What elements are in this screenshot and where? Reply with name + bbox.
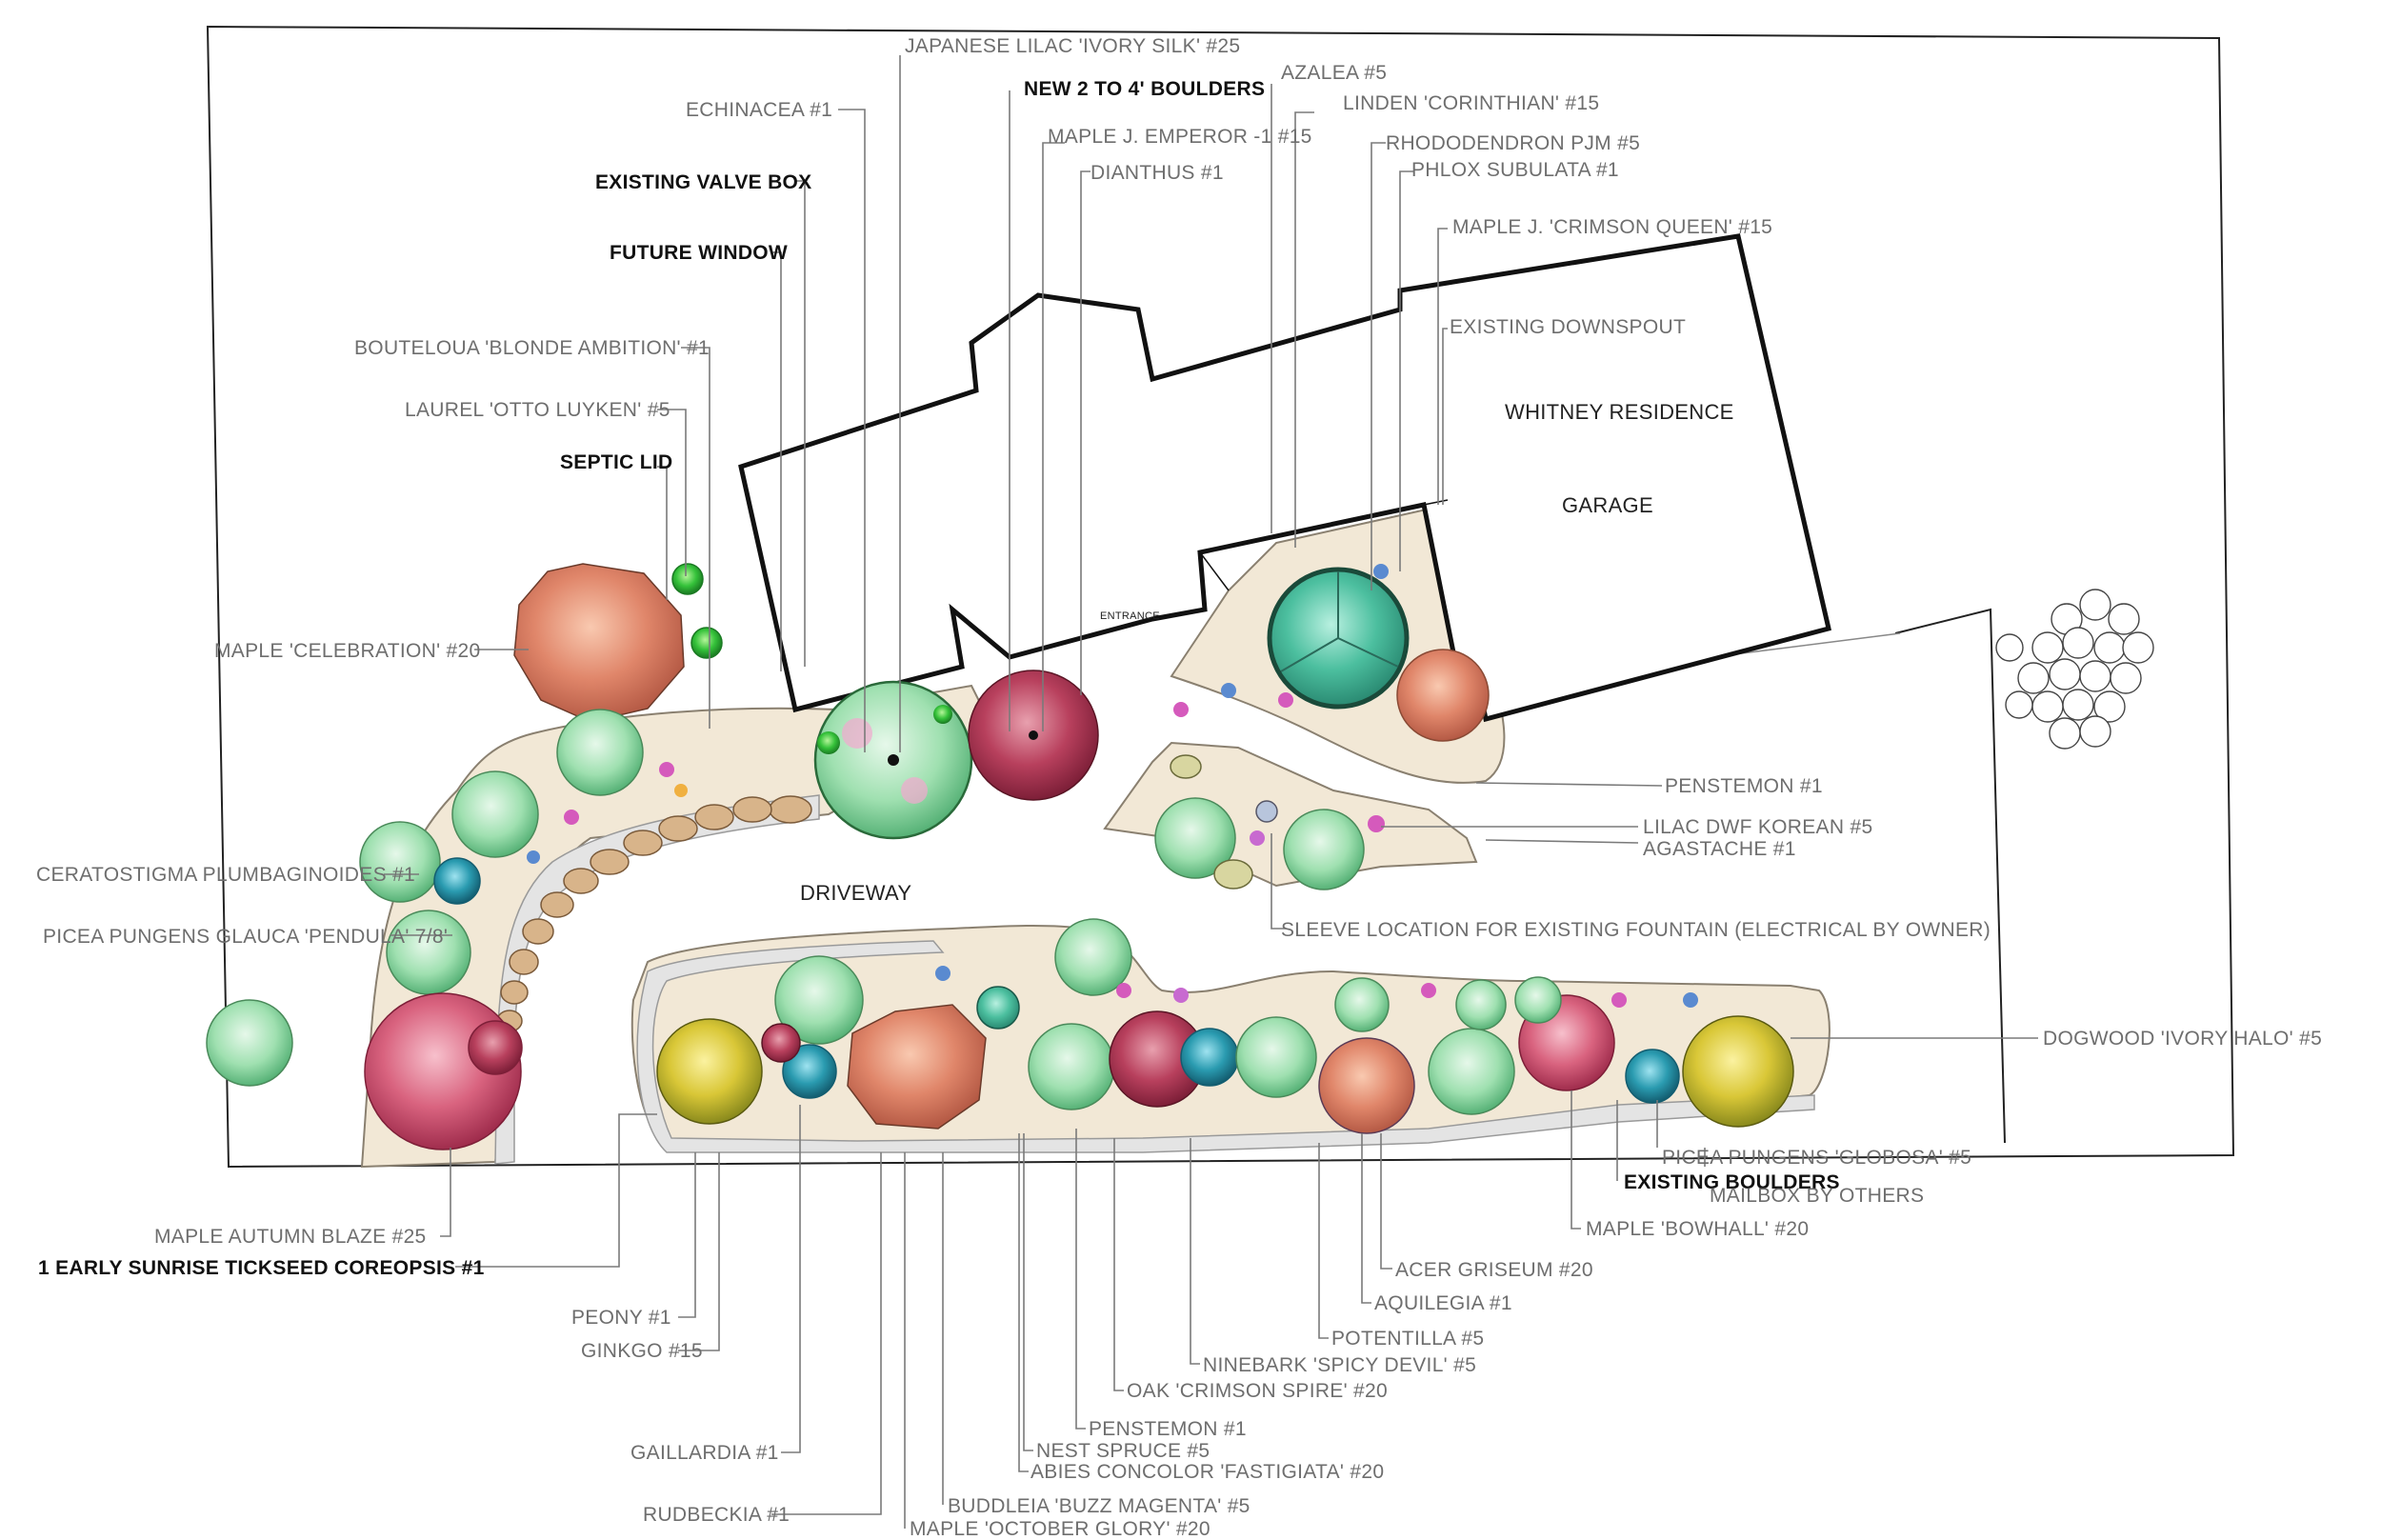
label-penstemon-bottom: PENSTEMON #1 (1089, 1418, 1247, 1440)
label-maple-emperor: MAPLE J. EMPEROR -1 #15 (1048, 126, 1312, 148)
laurel-shrub (671, 563, 704, 595)
maple-october-glory-tree (847, 1004, 987, 1130)
label-downspout: EXISTING DOWNSPOUT (1450, 316, 1686, 338)
label-oak: OAK 'CRIMSON SPIRE' #20 (1127, 1380, 1388, 1402)
label-rhododendron: RHODODENDRON PJM #5 (1386, 132, 1640, 154)
label-ninebark: NINEBARK 'SPICY DEVIL' #5 (1203, 1354, 1476, 1376)
entrance-label: ENTRANCE (1100, 610, 1160, 622)
coreopsis-shrub (656, 1018, 763, 1125)
shade-tree (1235, 1016, 1317, 1098)
label-linden: LINDEN 'CORINTHIAN' #15 (1343, 92, 1599, 114)
stone-cluster (1995, 589, 2154, 750)
label-azalea: AZALEA #5 (1281, 62, 1387, 84)
driveway-label: DRIVEWAY (800, 881, 911, 905)
label-dianthus: DIANTHUS #1 (1090, 162, 1224, 184)
label-laurel: LAUREL 'OTTO LUYKEN' #5 (405, 399, 670, 421)
shade-tree (1514, 976, 1562, 1024)
label-bouteloua: BOUTELOUA 'BLONDE AMBITION' #1 (354, 337, 710, 359)
label-existing-boulders: EXISTING BOULDERS (1624, 1171, 1840, 1193)
shade-tree (386, 910, 471, 995)
label-nest-spruce: NEST SPRUCE #5 (1036, 1440, 1210, 1462)
label-rudbeckia: RUDBECKIA #1 (643, 1504, 790, 1526)
label-abies: ABIES CONCOLOR 'FASTIGIATA' #20 (1030, 1461, 1384, 1483)
label-fountain: SLEEVE LOCATION FOR EXISTING FOUNTAIN (E… (1281, 919, 1991, 941)
shade-tree (1283, 809, 1365, 890)
shade-tree (1428, 1028, 1515, 1115)
shade-tree (1054, 918, 1132, 996)
label-peony: PEONY #1 (571, 1307, 671, 1329)
label-potentilla: POTENTILLA #5 (1331, 1328, 1484, 1350)
property-line (206, 25, 2235, 1169)
leader-lines (384, 55, 2038, 1529)
shade-tree (556, 709, 644, 796)
label-aquilegia: AQUILEGIA #1 (1374, 1292, 1512, 1314)
label-penstemon-right: PENSTEMON #1 (1665, 775, 1823, 797)
label-picea-globosa: PICEA PUNGENS 'GLOBOSA' #5 (1662, 1147, 1971, 1169)
label-maple-autumn-blaze: MAPLE AUTUMN BLAZE #25 (154, 1226, 427, 1248)
shade-tree (1455, 979, 1507, 1030)
shade-tree (1028, 1023, 1115, 1110)
shade-tree (206, 999, 293, 1087)
garage-label: GARAGE (1562, 493, 1653, 517)
red-shrub (761, 1023, 801, 1063)
maple-crimson-queen-tree (1396, 649, 1490, 742)
label-dogwood: DOGWOOD 'IVORY HALO' #5 (2043, 1028, 2322, 1050)
nest-spruce (976, 986, 1020, 1030)
spruce (433, 857, 481, 905)
label-ceratostigma: CERATOSTIGMA PLUMBAGINOIDES #1 (36, 864, 415, 886)
label-japanese-lilac: JAPANESE LILAC 'IVORY SILK' #25 (905, 35, 1240, 57)
label-echinacea: ECHINACEA #1 (686, 99, 832, 121)
label-acer-griseum: ACER GRISEUM #20 (1395, 1259, 1593, 1281)
label-lilac-dwf: LILAC DWF KOREAN #5 (1643, 816, 1872, 838)
spruce (1180, 1028, 1239, 1087)
label-valve-box: EXISTING VALVE BOX (595, 171, 812, 193)
label-agastache: AGASTACHE #1 (1643, 838, 1796, 860)
red-shrub (468, 1020, 523, 1075)
fountain-sleeve (1255, 800, 1278, 823)
label-picea-pendula: PICEA PUNGENS GLAUCA 'PENDULA' 7/8' (43, 926, 448, 948)
label-maple-celebration: MAPLE 'CELEBRATION' #20 (214, 640, 480, 662)
label-gaillardia: GAILLARDIA #1 (630, 1442, 779, 1464)
label-future-window: FUTURE WINDOW (610, 242, 788, 264)
picea-globosa (1625, 1049, 1680, 1104)
house-interior-line (1199, 499, 1449, 591)
label-ginkgo: GINKGO #15 (581, 1340, 703, 1362)
label-maple-october-glory: MAPLE 'OCTOBER GLORY' #20 (910, 1518, 1211, 1540)
label-septic-lid: SEPTIC LID (560, 451, 673, 473)
property-line-right (1894, 608, 2006, 1144)
shade-tree (774, 955, 864, 1045)
shade-tree (359, 821, 441, 903)
label-buddleia: BUDDLEIA 'BUZZ MAGENTA' #5 (948, 1495, 1251, 1517)
label-phlox: PHLOX SUBULATA #1 (1411, 159, 1619, 181)
boulder-row (496, 795, 812, 1032)
plantings (206, 563, 1794, 1150)
label-maple-crimson-queen: MAPLE J. 'CRIMSON QUEEN' #15 (1452, 216, 1772, 238)
shade-tree (451, 770, 539, 858)
laurel-shrub (690, 627, 723, 659)
spruce (782, 1044, 837, 1099)
shade-tree (1334, 977, 1390, 1032)
plant-labels: JAPANESE LILAC 'IVORY SILK' #25 NEW 2 TO… (36, 35, 2322, 1540)
dogwood-shrub (1682, 1015, 1794, 1128)
maple-celebration-tree (513, 563, 685, 723)
residence-label: WHITNEY RESIDENCE (1505, 400, 1734, 424)
label-new-boulders: NEW 2 TO 4' BOULDERS (1024, 78, 1265, 100)
acer-griseum-tree (1318, 1037, 1415, 1134)
label-maple-bowhall: MAPLE 'BOWHALL' #20 (1586, 1218, 1809, 1240)
gravel-south (636, 940, 1815, 1153)
label-coreopsis: 1 EARLY SUNRISE TICKSEED COREOPSIS #1 (38, 1257, 485, 1279)
shade-tree (1154, 797, 1236, 879)
label-mailbox: MAILBOX BY OTHERS (1710, 1185, 1924, 1207)
